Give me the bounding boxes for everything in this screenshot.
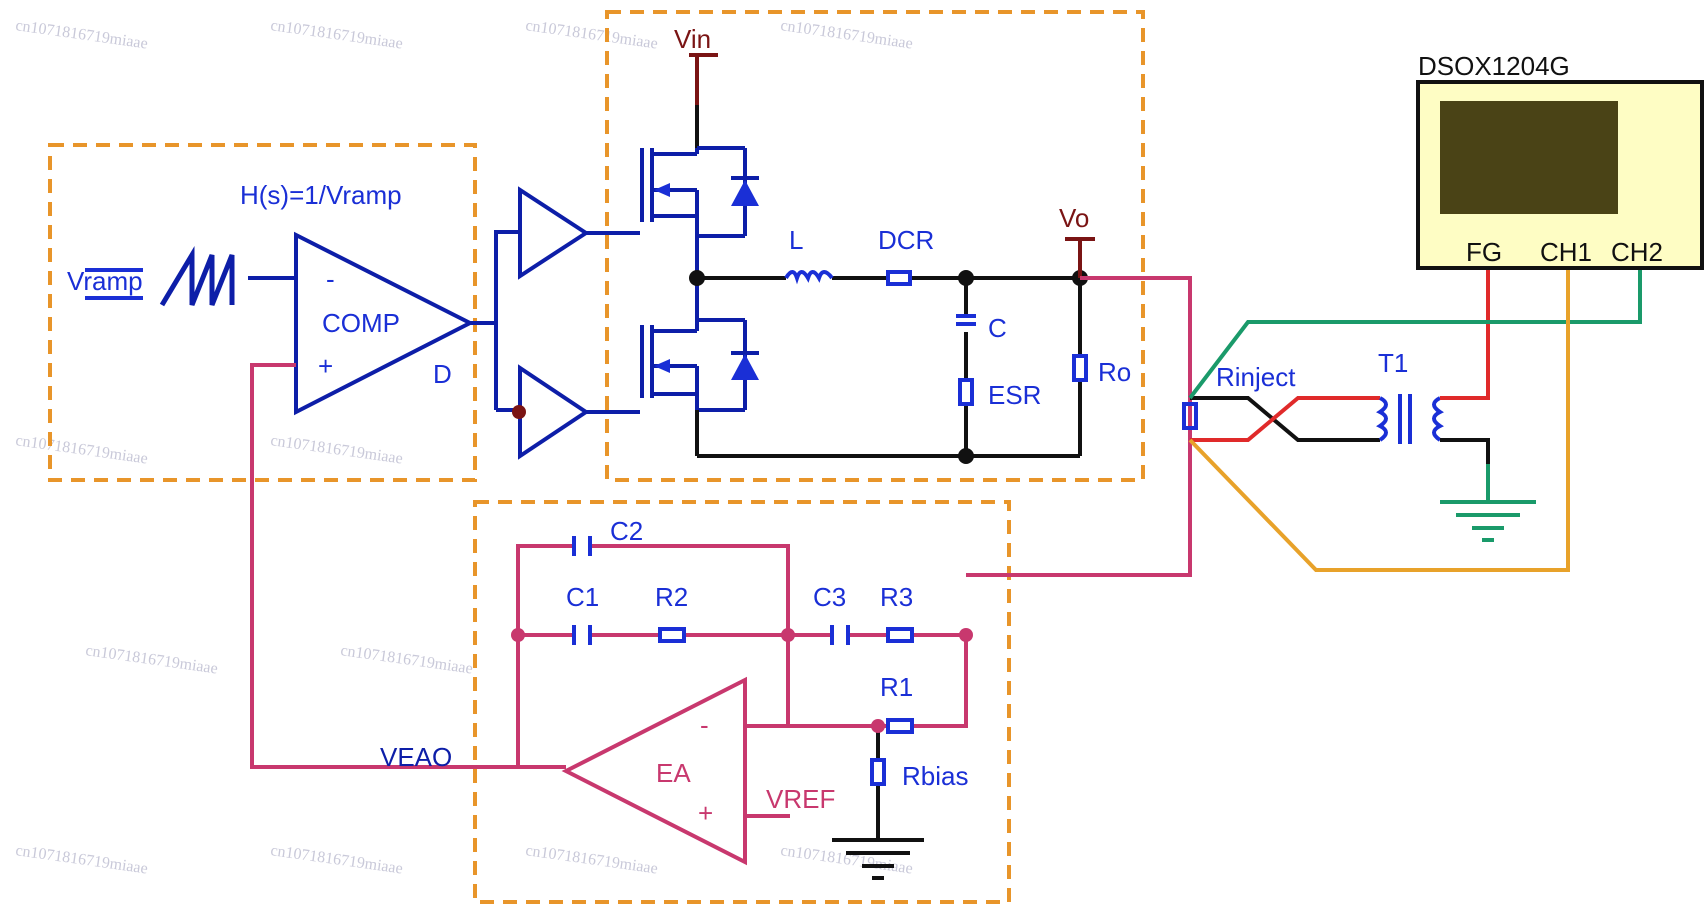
watermark-text: cn1071816719miaae <box>84 642 218 677</box>
node-r1-dot <box>871 719 885 733</box>
wire-fg-red <box>1440 270 1490 400</box>
r2-label: R2 <box>655 582 688 612</box>
esr-resistor <box>958 378 974 406</box>
cap-label: C <box>988 313 1007 343</box>
inverter-bubble <box>512 405 526 419</box>
ea-error-amplifier <box>561 676 747 866</box>
high-side-mosfet-arrow <box>654 183 670 197</box>
watermark-text: cn1071816719miaae <box>14 432 148 467</box>
dcr-resistor <box>886 270 912 286</box>
comp-minus-sign: - <box>326 264 335 294</box>
pwm-block-outline <box>48 143 477 482</box>
c1-label: C1 <box>566 582 599 612</box>
block-outlines <box>48 10 1145 904</box>
rinject-label: Rinject <box>1216 362 1296 392</box>
power-stage: Vin <box>640 24 1131 464</box>
comp-plus-sign: + <box>318 351 333 381</box>
cap-top-node-dot <box>958 270 974 286</box>
bottom-gate-driver <box>518 364 590 460</box>
ea-minus-sign: - <box>700 710 709 740</box>
compensator: C2 C1 R2 C3 R3 R1 Rbias - EA + VREF VEAO <box>250 363 973 880</box>
rbias-resistor <box>870 758 886 786</box>
pwm-block: Vramp H(s)=1/Vramp - COMP + D <box>67 180 475 416</box>
high-side-body-diode <box>731 180 759 206</box>
r1-resistor <box>886 718 914 734</box>
high-side-mosfet <box>640 146 759 278</box>
power-ground-wiring <box>695 276 1082 458</box>
compensator-wiring <box>250 363 968 818</box>
compensator-block-outline <box>473 500 1011 904</box>
comp-comparator <box>294 231 475 416</box>
r3-label: R3 <box>880 582 913 612</box>
wire-ch1-probe <box>1188 270 1570 572</box>
wire-t1-ground <box>1440 438 1490 464</box>
t1-primary <box>1376 396 1388 442</box>
ea-label: EA <box>656 758 691 788</box>
ch2-port-label: CH2 <box>1611 237 1663 267</box>
injection-network: Rinject T1 DSOX1204G FG CH1 CH2 <box>966 51 1704 577</box>
ro-resistor <box>1072 354 1088 382</box>
sawtooth-symbol <box>159 245 235 307</box>
inductor-label: L <box>789 225 803 255</box>
oscilloscope-screen <box>1440 101 1618 214</box>
watermark-text: cn1071816719miaae <box>524 842 658 877</box>
rbias-label: Rbias <box>902 761 968 791</box>
low-side-mosfet-arrow <box>654 359 670 373</box>
esr-label: ESR <box>988 380 1041 410</box>
watermark-text: cn1071816719miaae <box>524 17 658 52</box>
watermark-text: cn1071816719miaae <box>779 842 913 877</box>
r2-resistor <box>658 627 686 643</box>
watermark-text: cn1071816719miaae <box>339 642 473 677</box>
watermark-text: cn1071816719miaae <box>14 842 148 877</box>
transfer-function-label: H(s)=1/Vramp <box>240 180 402 210</box>
power-stage-block-outline <box>605 10 1145 482</box>
comp-label: COMP <box>322 308 400 338</box>
vo-label: Vo <box>1059 203 1089 233</box>
t1-label: T1 <box>1378 348 1408 378</box>
low-side-mosfet <box>640 278 759 412</box>
watermark-text: cn1071816719miaae <box>14 17 148 52</box>
wire-inject-black <box>1190 396 1380 442</box>
watermark-text: cn1071816719miaae <box>269 432 403 467</box>
veao-label: VEAO <box>380 742 452 772</box>
scope-model-label: DSOX1204G <box>1418 51 1570 81</box>
vin-label: Vin <box>674 24 711 54</box>
ea-plus-sign: + <box>698 798 713 828</box>
vref-label: VREF <box>766 784 835 814</box>
node-r2-dot <box>781 628 795 642</box>
ro-label: Ro <box>1098 357 1131 387</box>
duty-label: D <box>433 359 452 389</box>
node-c1-dot <box>511 628 525 642</box>
vramp-label: Vramp <box>67 266 143 296</box>
cap-bottom-node-dot <box>958 448 974 464</box>
t1-secondary <box>1432 396 1444 442</box>
switch-node-dot <box>689 270 705 286</box>
watermark-text: cn1071816719miaae <box>779 17 913 52</box>
c2-label: C2 <box>610 516 643 546</box>
watermark-text: cn1071816719miaae <box>269 842 403 877</box>
ch1-port-label: CH1 <box>1540 237 1592 267</box>
inductor-l <box>784 270 834 285</box>
low-side-body-diode <box>731 354 759 380</box>
top-gate-driver <box>518 186 590 280</box>
watermark-text: cn1071816719miaae <box>269 17 403 52</box>
node-r3-dot <box>959 628 973 642</box>
dcr-label: DCR <box>878 225 934 255</box>
wire-ch2-probe <box>1188 270 1642 400</box>
gate-drivers <box>470 186 640 460</box>
rinject-resistor <box>1182 402 1198 430</box>
r1-label: R1 <box>880 672 913 702</box>
wire-inject-red <box>1190 396 1380 442</box>
wire-d-to-top-driver <box>470 230 520 325</box>
c3-label: C3 <box>813 582 846 612</box>
r3-resistor <box>886 627 914 643</box>
fg-port-label: FG <box>1466 237 1502 267</box>
